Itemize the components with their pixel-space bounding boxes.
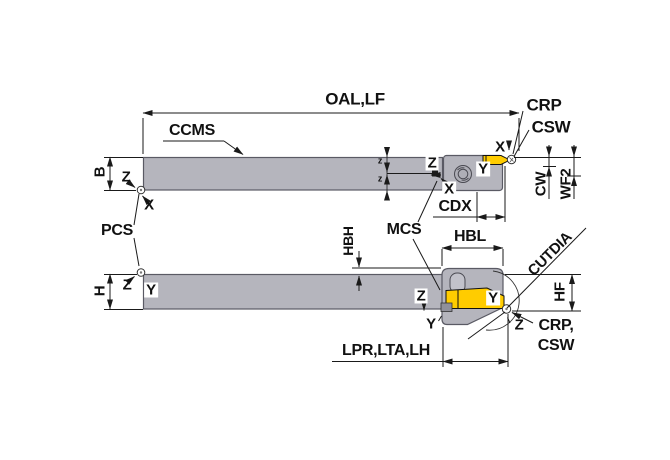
datum-label-z-top-left: Z [121,168,131,186]
equal-mark-z-upper: z [377,155,383,166]
dim-label-csw-bottom: CSW [537,337,575,354]
datum-label-z-bottom-left: Z [122,276,132,294]
shank-bottom-view [142,273,444,310]
dim-label-hbl: HBL [454,228,486,245]
insert-pocket-notch [440,302,453,312]
dim-label-pcs: PCS [101,222,133,239]
datum-label-x-top-left: X [144,196,154,214]
bottom-view-body [136,267,520,331]
datum-label-z-lower: Z [514,316,524,334]
dim-label-hf: HF [551,282,569,302]
datum-label-y-insert: Y [486,289,500,307]
dim-label-csw-top: CSW [531,117,571,137]
dim-label-mcs: MCS [386,221,422,238]
datum-label-x-tip: X [495,138,505,156]
dim-label-cdx: CDX [438,198,472,215]
datum-label-x-head-top: X [442,180,456,198]
datum-label-y-head-top: Y [476,160,490,178]
cutting-diameter-arc [485,270,520,331]
dim-label-b: B [91,166,109,178]
datum-label-z-head-bottom: Z [414,287,428,305]
equal-mark-z-lower: z [377,173,383,184]
bottom-view-dimensions [104,180,587,367]
dim-label-wf2: WF2 [557,168,575,200]
dim-label-crp-top: CRP [526,95,562,115]
clamp-screw-icon [454,165,472,183]
dim-label-ccms: CCMS [169,122,215,139]
dim-label-h: H [91,285,109,297]
dim-label-oal-lf: OAL,LF [325,89,385,109]
dim-label-lpr-lta-lh: LPR,LTA,LH [342,342,430,359]
top-view-dimensions [104,110,581,267]
dim-label-crp-bottom: CRP, [538,317,574,334]
top-view-body [136,154,517,195]
datum-label-y-bottom-left: Y [144,281,158,299]
datum-label-z-head-top: Z [425,154,439,172]
datum-label-y-lower: Y [426,315,436,333]
dim-label-hbh: HBH [340,226,356,256]
dim-label-cw: CW [532,171,550,197]
